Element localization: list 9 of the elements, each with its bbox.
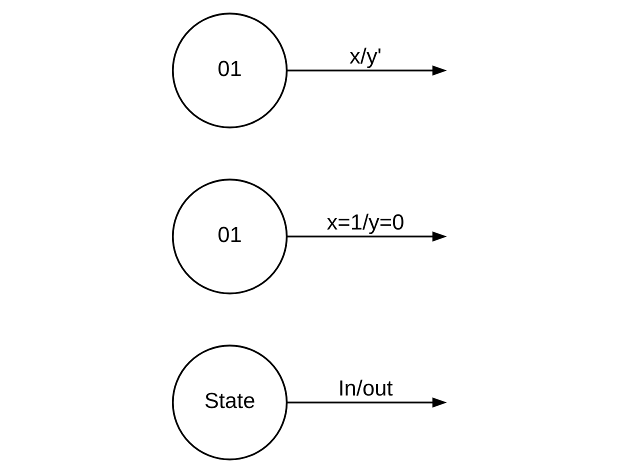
node-circle: State: [171, 344, 288, 460]
edge-label: x=1/y=0: [326, 210, 404, 235]
arrow: [286, 397, 446, 408]
arrow: [286, 231, 446, 242]
edge-label: x/y': [349, 44, 382, 69]
edge-label: In/out: [338, 376, 392, 401]
node-circle: 01: [171, 12, 288, 128]
arrow: [286, 65, 446, 76]
node-circle: 01: [171, 178, 288, 294]
